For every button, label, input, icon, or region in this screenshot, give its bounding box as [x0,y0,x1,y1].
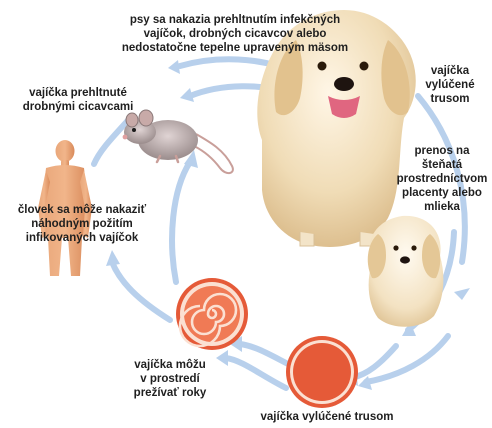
label-transfer-line-5: mlieka [392,200,492,214]
label-human-infection-line-2: náhodným požitím [2,217,162,231]
egg-image [286,336,358,408]
label-eggs-swallowed-by-mammals: vajíčka prehltnuté drobnými cicavcami [8,86,148,114]
label-eggs-swallowed-line-1: vajíčka prehltnuté [8,86,148,100]
label-eggs-feces-bottom-line-1: vajíčka vylúčené trusom [232,410,422,424]
arrow-egg-to-human [112,262,170,320]
arrow-puppy-to-egg [366,336,448,382]
arrow-left-up [172,162,190,282]
label-eggs-survive-line-2: v prostredí [110,372,230,386]
label-eggs-feces-right-line-1: vajíčka [410,64,490,78]
label-eggs-feces-right-line-3: trusom [410,92,490,106]
label-dogs-infection-line-2: vajíčok, drobných cicavcov alebo [105,27,365,41]
label-eggs-swallowed-line-2: drobnými cicavcami [8,100,148,114]
label-eggs-in-feces-bottom: vajíčka vylúčené trusom [232,410,422,424]
label-transfer-line-2: šteňatá [392,158,492,172]
label-transfer-line-1: prenos na [392,144,492,158]
label-human-infection-line-3: infikovaných vajíčok [2,231,162,245]
rat-image [123,110,233,173]
arrow-bottom-2 [226,358,286,388]
label-eggs-feces-right-line-2: vylúčené [410,78,490,92]
label-transfer-line-3: prostredníctvom [392,172,492,186]
label-dogs-infection-line-1: psy sa nakazia prehltnutím infekčných [105,13,365,27]
arrowhead-top-2 [180,88,194,102]
label-eggs-survive-line-3: prežívať roky [110,386,230,400]
arrow-bottom-1 [240,344,292,366]
label-dogs-infection-line-3: nedostatočne tepelne upraveným mäsom [105,41,365,55]
egg-larva-coiled-image [176,278,248,350]
label-transfer-to-puppies: prenos na šteňatá prostredníctvom placen… [392,144,492,214]
arrowhead-top [168,60,180,74]
label-eggs-in-feces-right: vajíčka vylúčené trusom [410,64,490,106]
label-human-infection: človek sa môže nakaziť náhodným požitím … [2,203,162,245]
arrowhead-right [454,288,470,300]
puppy-image [368,216,444,327]
label-human-infection-line-1: človek sa môže nakaziť [2,203,162,217]
label-eggs-survive-line-1: vajíčka môžu [110,358,230,372]
label-dogs-infection: psy sa nakazia prehltnutím infekčných va… [105,13,365,55]
arrowhead-human [106,250,120,266]
label-transfer-line-4: placenty alebo [392,186,492,200]
label-eggs-survive-years: vajíčka môžu v prostredí prežívať roky [110,358,230,400]
